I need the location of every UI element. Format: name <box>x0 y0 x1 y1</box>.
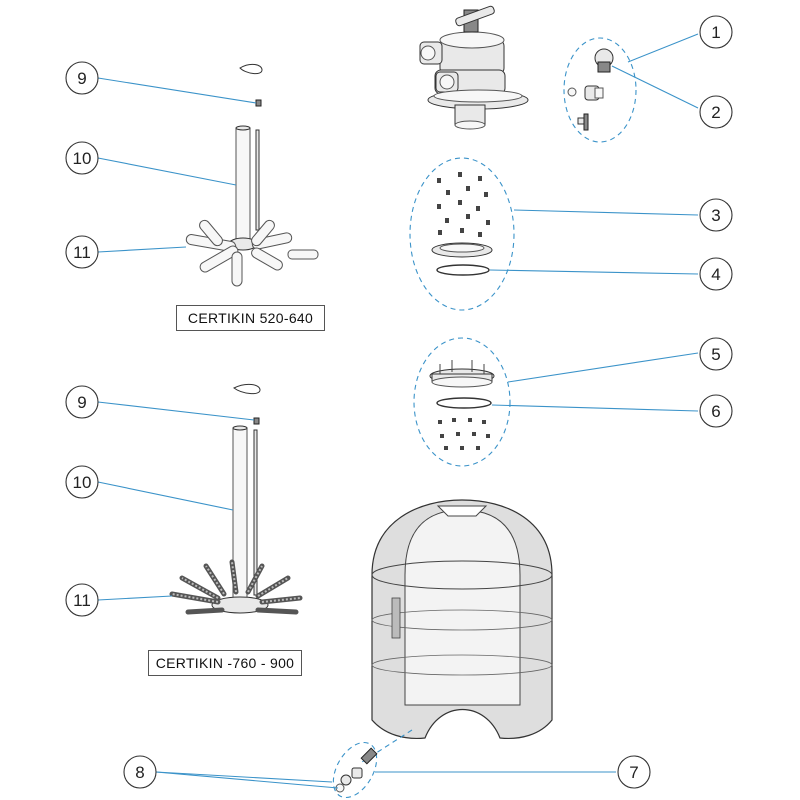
callout-9-bottom: 9 <box>65 385 99 419</box>
callout-5: 5 <box>699 337 733 371</box>
callout-6: 6 <box>699 394 733 428</box>
lateral-assembly-small <box>185 63 319 287</box>
callout-10-bottom: 10 <box>65 465 99 499</box>
drain-fittings <box>332 729 413 799</box>
callout-10-top: 10 <box>65 141 99 175</box>
leader-lines <box>97 33 699 789</box>
callout-2: 2 <box>699 95 733 129</box>
callout-3: 3 <box>699 198 733 232</box>
callout-4: 4 <box>699 257 733 291</box>
svg-text:5: 5 <box>711 345 720 364</box>
lateral-assembly-large <box>169 383 303 615</box>
callout-11-bottom: 11 <box>65 583 99 617</box>
diffuser-and-seal <box>409 157 515 311</box>
svg-text:4: 4 <box>711 265 720 284</box>
svg-text:6: 6 <box>711 402 720 421</box>
svg-text:10: 10 <box>73 149 92 168</box>
flange-and-nozzles <box>413 337 511 467</box>
callout-9-top: 9 <box>65 61 99 95</box>
model-label-760-900: CERTIKIN -760 - 900 <box>148 650 302 676</box>
svg-text:2: 2 <box>711 103 720 122</box>
svg-text:9: 9 <box>77 393 86 412</box>
filter-tank <box>371 499 553 740</box>
callout-7: 7 <box>617 755 651 789</box>
model-label-520-640: CERTIKIN 520-640 <box>176 305 325 331</box>
svg-text:10: 10 <box>73 473 92 492</box>
svg-text:11: 11 <box>73 591 91 610</box>
callout-11-top: 11 <box>65 235 99 269</box>
svg-text:11: 11 <box>73 243 91 262</box>
svg-text:9: 9 <box>77 69 86 88</box>
valve-fittings <box>563 37 637 143</box>
callout-8: 8 <box>123 755 157 789</box>
svg-text:3: 3 <box>711 206 720 225</box>
svg-text:7: 7 <box>629 763 638 782</box>
callout-1: 1 <box>699 15 733 49</box>
svg-text:1: 1 <box>711 23 720 42</box>
multiport-valve <box>419 5 529 130</box>
svg-text:8: 8 <box>135 763 144 782</box>
